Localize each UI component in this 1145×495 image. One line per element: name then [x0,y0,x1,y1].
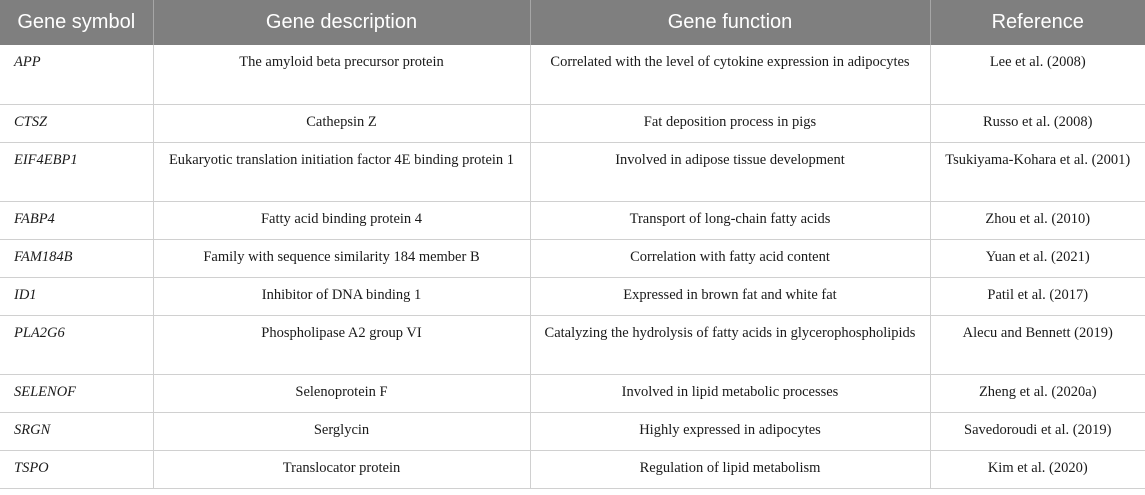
gene-function-cell: Transport of long-chain fatty acids [530,201,931,240]
gene-description-cell: Serglycin [153,412,531,451]
gene-description-cell: Cathepsin Z [153,104,531,143]
table-row: SELENOF Selenoprotein F Involved in lipi… [0,374,1145,413]
gene-function-cell: Fat deposition process in pigs [530,104,931,143]
gene-function-cell: Correlation with fatty acid content [530,239,931,278]
table-row: ID1 Inhibitor of DNA binding 1 Expressed… [0,277,1145,316]
gene-symbol-cell: CTSZ [0,104,154,143]
table-row: APP The amyloid beta precursor protein C… [0,45,1145,105]
header-gene-function: Gene function [530,0,931,45]
gene-symbol-cell: SELENOF [0,374,154,413]
header-reference: Reference [930,0,1145,45]
gene-function-cell: Involved in lipid metabolic processes [530,374,931,413]
table-row: PLA2G6 Phospholipase A2 group VI Catalyz… [0,315,1145,375]
gene-description-cell: Eukaryotic translation initiation factor… [153,142,531,202]
header-gene-symbol: Gene symbol [0,0,154,45]
gene-symbol-cell: EIF4EBP1 [0,142,154,202]
gene-description-cell: Inhibitor of DNA binding 1 [153,277,531,316]
reference-cell: Russo et al. (2008) [930,104,1145,143]
gene-function-cell: Expressed in brown fat and white fat [530,277,931,316]
gene-symbol-cell: FAM184B [0,239,154,278]
header-row: Gene symbol Gene description Gene functi… [0,0,1145,45]
gene-symbol-cell: PLA2G6 [0,315,154,375]
gene-symbol-cell: APP [0,45,154,105]
gene-function-cell: Involved in adipose tissue development [530,142,931,202]
gene-description-cell: Family with sequence similarity 184 memb… [153,239,531,278]
table-body: APP The amyloid beta precursor protein C… [0,45,1145,489]
gene-description-cell: Selenoprotein F [153,374,531,413]
reference-cell: Kim et al. (2020) [930,450,1145,489]
gene-function-cell: Correlated with the level of cytokine ex… [530,45,931,105]
gene-symbol-cell: SRGN [0,412,154,451]
gene-symbol-cell: FABP4 [0,201,154,240]
reference-cell: Yuan et al. (2021) [930,239,1145,278]
gene-description-cell: Phospholipase A2 group VI [153,315,531,375]
header-gene-description: Gene description [153,0,531,45]
gene-function-cell: Catalyzing the hydrolysis of fatty acids… [530,315,931,375]
reference-cell: Zhou et al. (2010) [930,201,1145,240]
table-row: EIF4EBP1 Eukaryotic translation initiati… [0,142,1145,202]
table-row: CTSZ Cathepsin Z Fat deposition process … [0,104,1145,143]
table-row: FAM184B Family with sequence similarity … [0,239,1145,278]
reference-cell: Tsukiyama-Kohara et al. (2001) [930,142,1145,202]
reference-cell: Alecu and Bennett (2019) [930,315,1145,375]
gene-description-cell: Translocator protein [153,450,531,489]
gene-function-cell: Regulation of lipid metabolism [530,450,931,489]
reference-cell: Zheng et al. (2020a) [930,374,1145,413]
gene-symbol-cell: ID1 [0,277,154,316]
reference-cell: Lee et al. (2008) [930,45,1145,105]
table-row: TSPO Translocator protein Regulation of … [0,450,1145,489]
reference-cell: Patil et al. (2017) [930,277,1145,316]
gene-description-cell: The amyloid beta precursor protein [153,45,531,105]
reference-cell: Savedoroudi et al. (2019) [930,412,1145,451]
table-row: SRGN Serglycin Highly expressed in adipo… [0,412,1145,451]
gene-function-cell: Highly expressed in adipocytes [530,412,931,451]
gene-description-cell: Fatty acid binding protein 4 [153,201,531,240]
table-row: FABP4 Fatty acid binding protein 4 Trans… [0,201,1145,240]
table-header: Gene symbol Gene description Gene functi… [0,0,1145,45]
gene-symbol-cell: TSPO [0,450,154,489]
